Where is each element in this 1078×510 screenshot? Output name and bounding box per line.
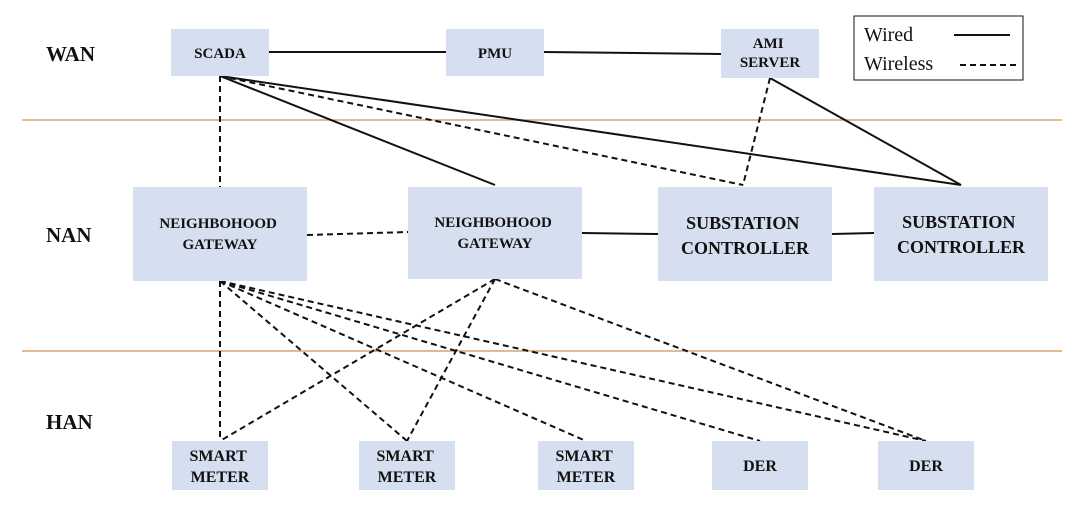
- smart-meter-3-node: SMART METER: [538, 441, 634, 490]
- scada-label: SCADA: [194, 46, 246, 62]
- legend-box: [853, 15, 1024, 81]
- link-scada-gateway-2: [219, 75, 496, 186]
- link-ami-server-substation-2: [769, 77, 962, 186]
- smart-meter-1-node: SMART METER: [172, 441, 268, 490]
- substation-2-box: [874, 187, 1048, 281]
- neighborhood-gateway-2-node: NEIGHBOHOOD GATEWAY: [408, 187, 582, 279]
- link-substation-1-substation-2: [831, 232, 875, 235]
- smart-meter-1-label: SMART METER: [190, 448, 251, 486]
- link-pmu-ami-server: [543, 51, 722, 55]
- der-2-label: DER: [909, 458, 943, 475]
- connection-lines: [219, 51, 962, 442]
- substation-controller-2-node: SUBSTATION CONTROLLER: [874, 187, 1048, 281]
- scada-node: SCADA: [171, 29, 269, 76]
- gateway-1-label: NEIGHBOHOOD GATEWAY: [159, 216, 280, 253]
- gateway-2-label: NEIGHBOHOOD GATEWAY: [434, 215, 555, 252]
- link-gateway-1-meter-3: [219, 280, 587, 442]
- ami-server-node: AMI SERVER: [721, 29, 819, 78]
- link-gateway-1-gateway-2: [306, 231, 409, 236]
- legend: Wired Wireless: [853, 15, 1024, 81]
- pmu-box: [446, 29, 544, 76]
- ami-server-box: [721, 29, 819, 78]
- pmu-label: PMU: [478, 46, 512, 62]
- layer-label-nan: NAN: [46, 223, 92, 247]
- pmu-node: PMU: [446, 29, 544, 76]
- link-gateway-2-der-2: [494, 278, 927, 442]
- substation-controller-1-node: SUBSTATION CONTROLLER: [658, 187, 832, 281]
- substation-1-box: [658, 187, 832, 281]
- scada-box: [171, 29, 269, 76]
- gateway-1-box: [133, 187, 307, 281]
- smart-meter-1-box: [172, 441, 268, 490]
- link-scada-substation-2: [219, 75, 962, 186]
- legend-wireless-label: Wireless: [864, 53, 933, 75]
- der-1-box: [712, 441, 808, 490]
- legend-wired-label: Wired: [864, 24, 913, 46]
- link-gateway-2-substation-1: [581, 232, 659, 235]
- smart-meter-3-box: [538, 441, 634, 490]
- gateway-2-box: [408, 187, 582, 279]
- link-gateway-1-der-1: [219, 280, 761, 442]
- link-gateway-2-meter-2: [406, 278, 496, 442]
- link-gateway-1-der-2: [219, 280, 927, 442]
- der-2-node: DER: [878, 441, 974, 490]
- smart-meter-2-box: [359, 441, 455, 490]
- link-ami-server-substation-1: [742, 77, 771, 186]
- smart-meter-3-label: SMART METER: [556, 448, 617, 486]
- ami-server-label: AMI SERVER: [740, 36, 800, 71]
- substation-2-label: SUBSTATION CONTROLLER: [897, 212, 1026, 257]
- smart-meter-2-node: SMART METER: [359, 441, 455, 490]
- layer-label-han: HAN: [46, 410, 93, 434]
- layer-label-wan: WAN: [46, 42, 95, 66]
- der-1-node: DER: [712, 441, 808, 490]
- der-2-box: [878, 441, 974, 490]
- smart-meter-2-label: SMART METER: [377, 448, 438, 486]
- der-1-label: DER: [743, 458, 777, 475]
- link-scada-substation-1: [219, 75, 744, 186]
- neighborhood-gateway-1-node: NEIGHBOHOOD GATEWAY: [133, 187, 307, 281]
- substation-1-label: SUBSTATION CONTROLLER: [681, 213, 810, 258]
- link-gateway-1-meter-2: [219, 280, 408, 442]
- link-gateway-2-meter-1: [219, 278, 496, 442]
